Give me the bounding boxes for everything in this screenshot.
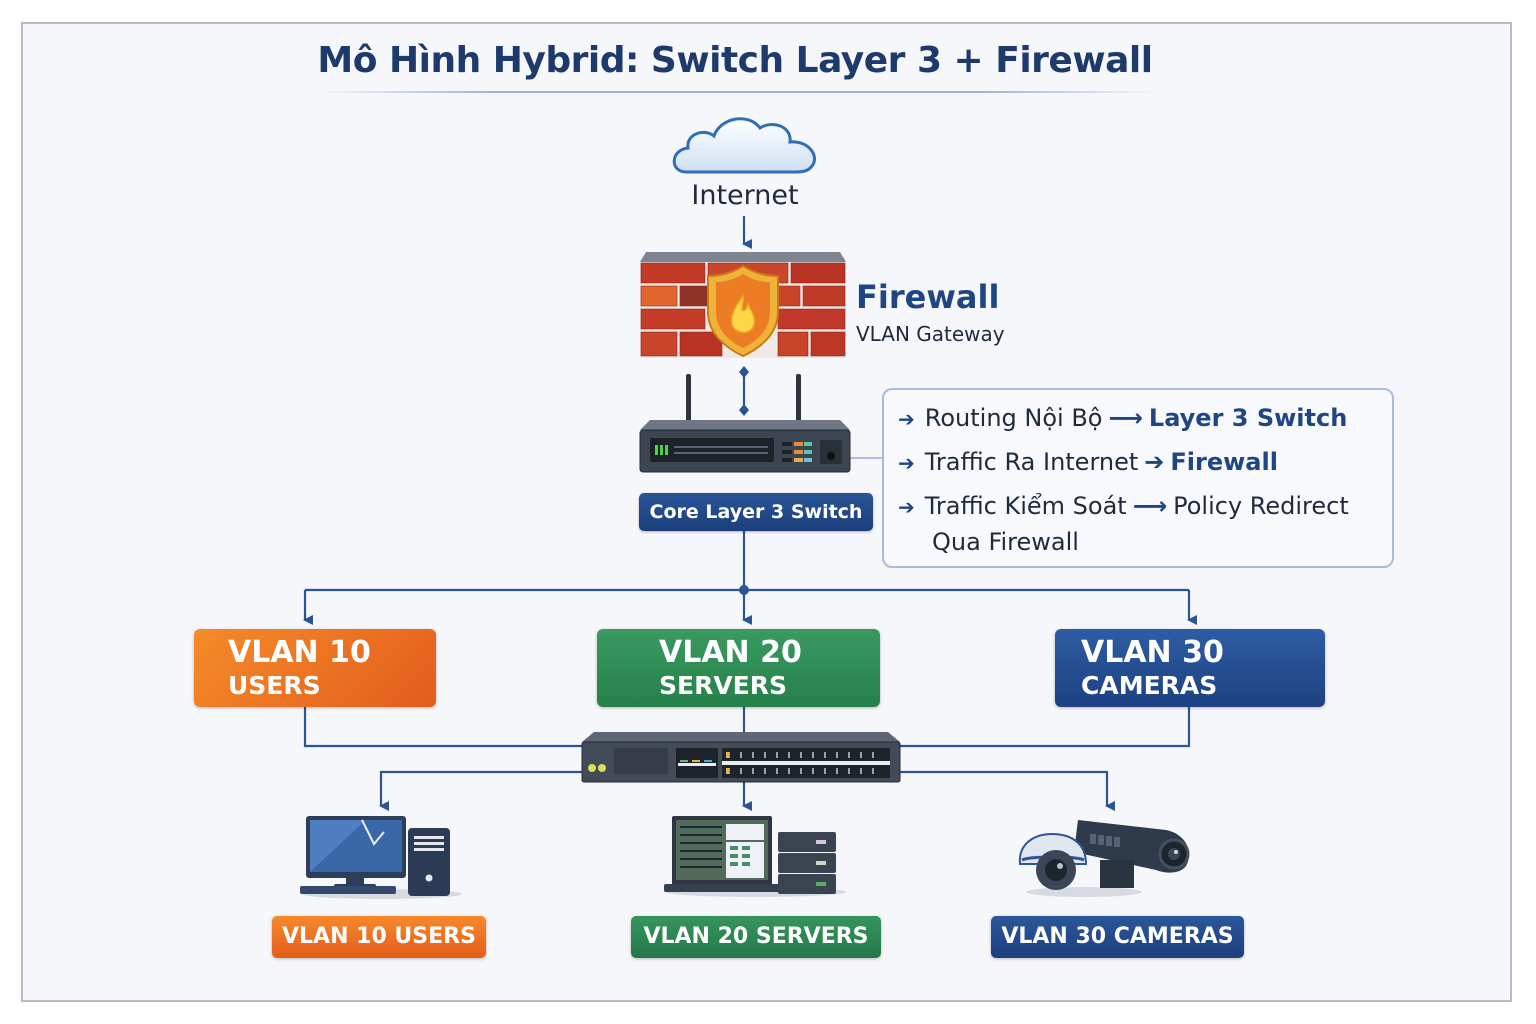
bus-junction (739, 585, 749, 595)
arrow-right-icon: ⟶ (1108, 404, 1143, 432)
arrow-right-icon: ➔ (898, 495, 915, 519)
server-rack-icon (664, 816, 846, 897)
security-camera-icon (1018, 820, 1190, 897)
title-divider (318, 91, 1158, 93)
vlan-20-servers-label: VLAN 20 SERVERS (631, 916, 881, 958)
policy-row: ➔ Traffic Kiểm Soát⟶Policy Redirect (898, 492, 1349, 520)
policy-text: Traffic Kiểm Soát (924, 492, 1127, 520)
internet-label: Internet (691, 180, 799, 211)
arrow-right-icon: ➔ (898, 407, 915, 431)
policy-target: Firewall (1170, 448, 1278, 476)
vlan-id: VLAN 30 (1081, 635, 1224, 670)
diamond-top (739, 366, 749, 378)
policy-text: Routing Nội Bộ (924, 404, 1103, 432)
vlan-10-box: VLAN 10 USERS (194, 629, 436, 707)
policy-row-continuation: Qua Firewall (932, 528, 1079, 556)
link-vlan10-access (303, 707, 582, 748)
firewall-icon (640, 252, 846, 358)
vlan-10-users-label: VLAN 10 USERS (272, 916, 486, 958)
vlan-20-box: VLAN 20 SERVERS (597, 629, 880, 707)
policy-text: Traffic Ra Internet (924, 448, 1139, 476)
arrow-right-icon: ➔ (1144, 448, 1165, 476)
policy-target: Layer 3 Switch (1148, 404, 1348, 432)
policy-target: Policy Redirect (1173, 492, 1349, 520)
link-access-cameras (899, 770, 1115, 811)
vlan-name: USERS (228, 671, 321, 700)
core-switch-label: Core Layer 3 Switch (639, 493, 873, 531)
link-access-users (379, 770, 582, 811)
vlan-30-box: VLAN 30 CAMERAS (1055, 629, 1325, 707)
policy-row: ➔Traffic Ra Internet➔Firewall (898, 448, 1278, 476)
vlan-id: VLAN 20 (659, 635, 802, 670)
firewall-title: Firewall (856, 278, 1000, 316)
router-switch-icon (639, 374, 851, 473)
vlan-name: CAMERAS (1081, 671, 1218, 700)
arrow-right-icon: ➔ (898, 451, 915, 475)
diagram-title: Mô Hình Hybrid: Switch Layer 3 + Firewal… (317, 40, 1153, 81)
desktop-pc-icon (300, 816, 462, 899)
access-switch-icon (581, 732, 901, 783)
diamond-bottom (739, 404, 749, 416)
firewall-subtitle: VLAN Gateway (856, 322, 1005, 346)
arrow-right-icon: ⟶ (1132, 492, 1168, 520)
cloud-icon (672, 117, 816, 174)
vlan-name: SERVERS (659, 671, 788, 700)
vlan-id: VLAN 10 (228, 635, 371, 670)
link-vlan30-access (899, 707, 1191, 748)
vlan-30-cameras-label: VLAN 30 CAMERAS (991, 916, 1244, 958)
policy-row: ➔ Routing Nội Bộ⟶Layer 3 Switch (898, 404, 1347, 432)
routing-policy-box: ➔Routing Nội Bộ⟶Layer 3 Switch ➔Traffic … (882, 388, 1394, 568)
